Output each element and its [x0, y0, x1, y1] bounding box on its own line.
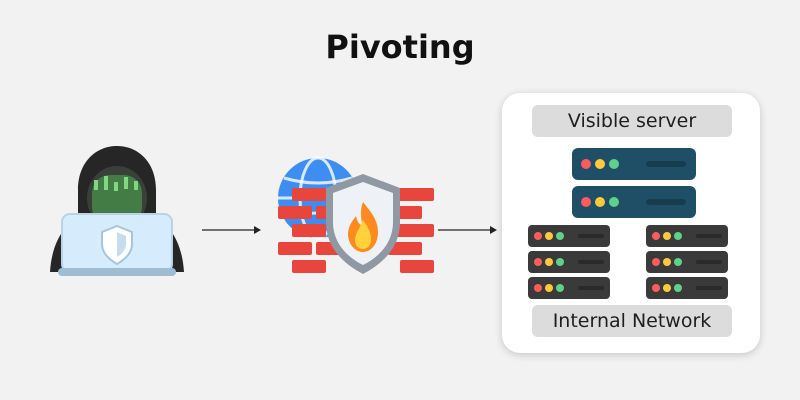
server-stack-icon — [572, 148, 696, 218]
arrow-firewall-to-network — [436, 221, 498, 234]
hacker-with-laptop-icon — [42, 140, 192, 280]
server-cluster-icon — [646, 225, 728, 299]
network-panel: Visible server — [502, 93, 760, 353]
visible-server-label: Visible server — [532, 105, 732, 137]
diagram-title: Pivoting — [325, 28, 475, 66]
internal-network-label: Internal Network — [532, 305, 732, 337]
arrow-attacker-to-firewall — [200, 221, 262, 234]
firewall-shield-icon — [270, 150, 440, 285]
server-cluster-icon — [528, 225, 610, 299]
